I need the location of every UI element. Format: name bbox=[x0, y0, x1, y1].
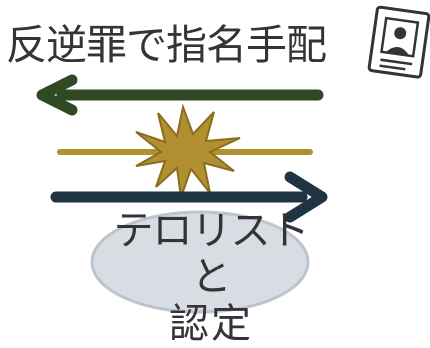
bottom-label-line1: テロリストと bbox=[113, 208, 310, 300]
collision-star-icon bbox=[57, 103, 313, 198]
diagram-canvas: 反逆罪で指名手配 テロリストと 認定 bbox=[6, 5, 430, 347]
left-arrow bbox=[36, 74, 324, 116]
bottom-label-oval bbox=[90, 210, 310, 314]
right-arrow bbox=[50, 171, 328, 223]
bottom-label-line2: 認定 bbox=[169, 301, 253, 347]
top-label: 反逆罪で指名手配 bbox=[6, 21, 327, 69]
diagram-graphics bbox=[36, 5, 430, 314]
wanted-poster-icon bbox=[367, 5, 430, 79]
bottom-label: テロリストと 認定 bbox=[96, 208, 326, 348]
